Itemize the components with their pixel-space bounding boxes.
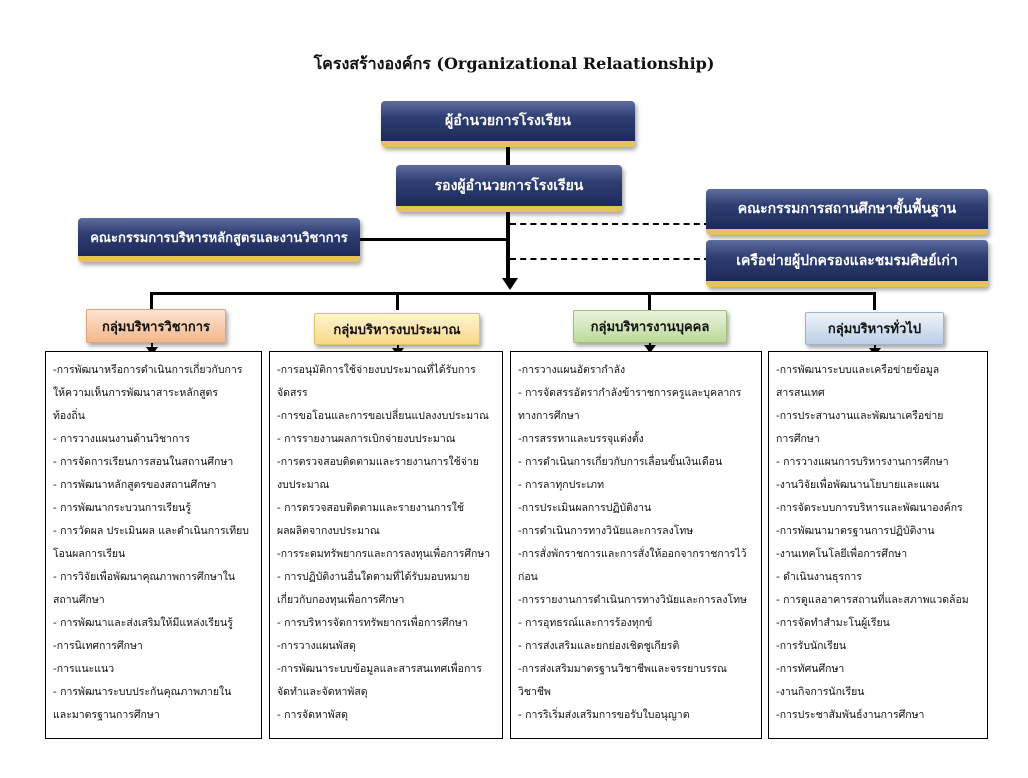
list-item: - การพัฒนาระบบประกันคุณภาพภายใน bbox=[53, 686, 232, 698]
list-item: - การลาทุกประเภท bbox=[518, 479, 605, 491]
list-item: ก่อน bbox=[518, 571, 538, 583]
list-item: - การจัดการเรียนการสอนในสถานศึกษา bbox=[53, 456, 234, 468]
main-arrow-head bbox=[502, 278, 518, 290]
list-item: ให้ความเห็นการพัฒนาสาระหลักสูตร bbox=[53, 387, 219, 399]
connector-drop-general bbox=[873, 292, 876, 310]
list-item: -การรับนักเรียน bbox=[776, 640, 847, 652]
dashed-link-parent-alumni-network bbox=[510, 258, 710, 260]
arrow-personnel-box bbox=[644, 345, 656, 353]
connector-horizontal-bus bbox=[150, 292, 876, 295]
list-item: -การสั่งพักราชการและการสั่งให้ออกจากราชก… bbox=[518, 548, 747, 560]
list-item: -การพัฒนาหรือการดำเนินการเกี่ยวกับการ bbox=[53, 364, 243, 376]
list-item: -งานกิจการนักเรียน bbox=[776, 686, 865, 698]
list-item: - การพัฒนากระบวนการเรียนรู้ bbox=[53, 502, 191, 514]
list-item: -งานเทคโนโลยีเพื่อการศึกษา bbox=[776, 548, 908, 560]
list-item: ท้องถิ่น bbox=[53, 410, 85, 422]
connector-drop-academic bbox=[150, 292, 153, 310]
list-item: -การจัดระบบการบริหารและพัฒนาองค์กร bbox=[776, 502, 963, 514]
list-item: -การพัฒนาระบบข้อมูลและสารสนเทศเพื่อการ bbox=[277, 663, 482, 675]
group-box-budget: -การอนุมัติการใช้จ่ายงบประมาณที่ได้รับกา… bbox=[269, 351, 503, 739]
group-header-budget: กลุ่มบริหารงบประมาณ bbox=[314, 313, 480, 345]
list-item: -การรายงานการดำเนินการทางวินัยและการลงโท… bbox=[518, 594, 747, 606]
list-item: - การบริหารจัดการทรัพยากรเพื่อการศึกษา bbox=[277, 617, 468, 629]
list-item: -การวางแผนพัสดุ bbox=[277, 640, 356, 652]
list-item: - ดำเนินงานธุรการ bbox=[776, 571, 862, 583]
list-item: จัดสรร bbox=[277, 387, 308, 399]
list-item: - การดำเนินการเกี่ยวกับการเลื่อนขั้นเงิน… bbox=[518, 456, 723, 468]
list-item: วิชาชีพ bbox=[518, 686, 551, 698]
list-item: เกี่ยวกับกองทุนเพื่อการศึกษา bbox=[277, 594, 405, 606]
list-item: - การวางแผนงานด้านวิชาการ bbox=[53, 433, 190, 445]
list-item: - การรายงานผลการเบิกจ่ายงบประมาณ bbox=[277, 433, 456, 445]
list-item: งบประมาณ bbox=[277, 479, 330, 491]
list-item: - การจัดสรรอัตรากำลังข้าราชการครูและบุคล… bbox=[518, 387, 742, 399]
list-item: -การระดมทรัพยากรและการลงทุนเพื่อการศึกษา bbox=[277, 548, 491, 560]
list-item: สถานศึกษา bbox=[53, 594, 105, 606]
list-item: - การวัดผล ประเมินผล และดำเนินการเทียบ bbox=[53, 525, 249, 537]
list-item: -การส่งเสริมมาตรฐานวิชาชีพและจรรยาบรรณ bbox=[518, 663, 727, 675]
list-item: - การวางแผนการบริหารงานการศึกษา bbox=[776, 456, 949, 468]
list-item: ผลผลิตจากงบประมาณ bbox=[277, 525, 380, 537]
list-item: -การนิเทศการศึกษา bbox=[53, 640, 143, 652]
list-item: - การดูแลอาคารสถานที่และสภาพแวดล้อม bbox=[776, 594, 969, 606]
list-item: -การจัดทำสำมะโนผู้เรียน bbox=[776, 617, 890, 629]
list-item: -การทัศนศึกษา bbox=[776, 663, 845, 675]
connector-drop-budget bbox=[396, 292, 399, 310]
connector-drop-personnel bbox=[648, 292, 651, 310]
list-item: จัดทำและจัดหาพัสดุ bbox=[277, 686, 368, 698]
list-item: - การปฏิบัติงานอื่นใดตามที่ได้รับมอบหมาย bbox=[277, 571, 470, 583]
list-item: -การดำเนินการทางวินัยและการลงโทษ bbox=[518, 525, 694, 537]
list-item: โอนผลการเรียน bbox=[53, 548, 126, 560]
list-item: ทางการศึกษา bbox=[518, 410, 580, 422]
connector-budget-box bbox=[397, 345, 399, 350]
list-item: -การพัฒนามาตรฐานการปฏิบัติงาน bbox=[776, 525, 935, 537]
list-item: - การพัฒนาและส่งเสริมให้มีแหล่งเรียนรู้ bbox=[53, 617, 233, 629]
basic-education-board-node: คณะกรรมการสถานศึกษาขั้นพื้นฐาน bbox=[706, 189, 988, 235]
list-item: - การพัฒนาหลักสูตรของสถานศึกษา bbox=[53, 479, 217, 491]
connector-director-deputy bbox=[506, 145, 510, 167]
parent-alumni-network-node: เครือข่ายผู้ปกครองและชมรมศิษย์เก่า bbox=[706, 240, 988, 287]
deputy-director-node: รองผู้อำนวยการโรงเรียน bbox=[396, 165, 622, 212]
dashed-link-basic-education-board bbox=[510, 223, 710, 225]
list-item: - การตรวจสอบติดตามและรายงานการใช้ bbox=[277, 502, 465, 514]
list-item: สารสนเทศ bbox=[776, 387, 825, 399]
list-item: -การสรรหาและบรรจุแต่งตั้ง bbox=[518, 433, 644, 445]
list-item: -การพัฒนาระบบและเครือข่ายข้อมูล bbox=[776, 364, 940, 376]
list-item: -การอนุมัติการใช้จ่ายงบประมาณที่ได้รับกา… bbox=[277, 364, 476, 376]
list-item: -การวางแผนอัตรากำลัง bbox=[518, 364, 626, 376]
list-item: - การส่งเสริมและยกย่องเชิดชูเกียรติ bbox=[518, 640, 680, 652]
group-header-general: กลุ่มบริหารทั่วไป bbox=[805, 312, 944, 345]
list-item: -การแนะแนว bbox=[53, 663, 115, 675]
list-item: -งานวิจัยเพื่อพัฒนานโยบายและแผน bbox=[776, 479, 940, 491]
list-item: -การประชาสัมพันธ์งานการศึกษา bbox=[776, 709, 925, 721]
list-item: -การประเมินผลการปฏิบัติงาน bbox=[518, 502, 652, 514]
group-header-academic: กลุ่มบริหารวิชาการ bbox=[86, 309, 226, 343]
connector-general-box bbox=[874, 345, 876, 350]
group-box-personnel: -การวางแผนอัตรากำลัง - การจัดสรรอัตรากำล… bbox=[510, 351, 762, 739]
list-item: -การประสานงานและพัฒนาเครือข่าย bbox=[776, 410, 944, 422]
group-box-general: -การพัฒนาระบบและเครือข่ายข้อมูล สารสนเทศ… bbox=[768, 351, 988, 739]
list-item: - การจัดหาพัสดุ bbox=[277, 709, 348, 721]
list-item: และมาตรฐานการศึกษา bbox=[53, 709, 160, 721]
group-box-academic: -การพัฒนาหรือการดำเนินการเกี่ยวกับการ ให… bbox=[45, 351, 262, 739]
curriculum-committee-node: คณะกรรมการบริหารหลักสูตรและงานวิชาการ bbox=[78, 218, 360, 262]
group-header-personnel: กลุ่มบริหารงานบุคคล bbox=[573, 310, 727, 343]
connector-curriculum-committee bbox=[355, 238, 508, 241]
connector-main-trunk bbox=[506, 210, 510, 280]
list-item: - การวิจัยเพื่อพัฒนาคุณภาพการศึกษาใน bbox=[53, 571, 236, 583]
chart-title: โครงสร้างองค์กร (Organizational Relaatio… bbox=[313, 54, 715, 73]
director-node: ผู้อำนวยการโรงเรียน bbox=[381, 101, 635, 147]
list-item: -การตรวจสอบติดตามและรายงานการใช้จ่าย bbox=[277, 456, 479, 468]
list-item: การศึกษา bbox=[776, 433, 820, 445]
list-item: -การขอโอนและการขอเปลี่ยนแปลงงบประมาณ bbox=[277, 410, 489, 422]
list-item: - การริเริ่มส่งเสริมการขอรับใบอนุญาต bbox=[518, 709, 690, 721]
connector-academic-box bbox=[151, 343, 153, 350]
list-item: - การอุทธรณ์และการร้องทุกข์ bbox=[518, 617, 653, 629]
